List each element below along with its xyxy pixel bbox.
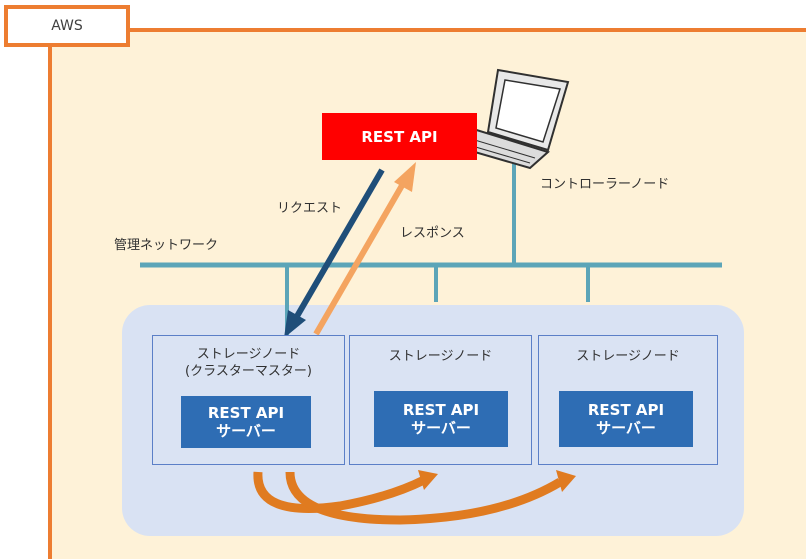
request-arrowhead (284, 310, 306, 338)
response-arrowhead (394, 162, 416, 192)
controller-node-label: コントローラーノード (540, 177, 670, 192)
request-arrow (293, 168, 385, 320)
rest-api-server-box: REST API サーバー (559, 391, 693, 447)
storage-node-title: ストレージノード (576, 349, 680, 364)
management-network-label: 管理ネットワーク (114, 238, 219, 253)
storage-node-title: ストレージノード (クラスターマスター) (185, 347, 312, 379)
storage-node-3: ストレージノード REST API サーバー (538, 335, 718, 465)
rest-api-server-box: REST API サーバー (181, 396, 311, 448)
laptop-icon (452, 68, 570, 170)
replication-arrowhead-node2 (418, 470, 438, 490)
response-arrow (313, 180, 407, 336)
response-label: レスポンス (400, 226, 465, 241)
rest-api-server-box: REST API サーバー (374, 391, 508, 447)
storage-node-master: ストレージノード (クラスターマスター) REST API サーバー (152, 335, 345, 465)
rest-api-box: REST API (322, 113, 477, 160)
storage-node-2: ストレージノード REST API サーバー (349, 335, 532, 465)
replication-arrow-node2 (253, 471, 427, 513)
storage-node-title: ストレージノード (388, 349, 493, 364)
replication-arrowhead-node3 (556, 470, 576, 492)
request-label: リクエスト (277, 201, 343, 216)
replication-arrow-node3 (285, 471, 563, 525)
aws-label: AWS (4, 5, 130, 47)
